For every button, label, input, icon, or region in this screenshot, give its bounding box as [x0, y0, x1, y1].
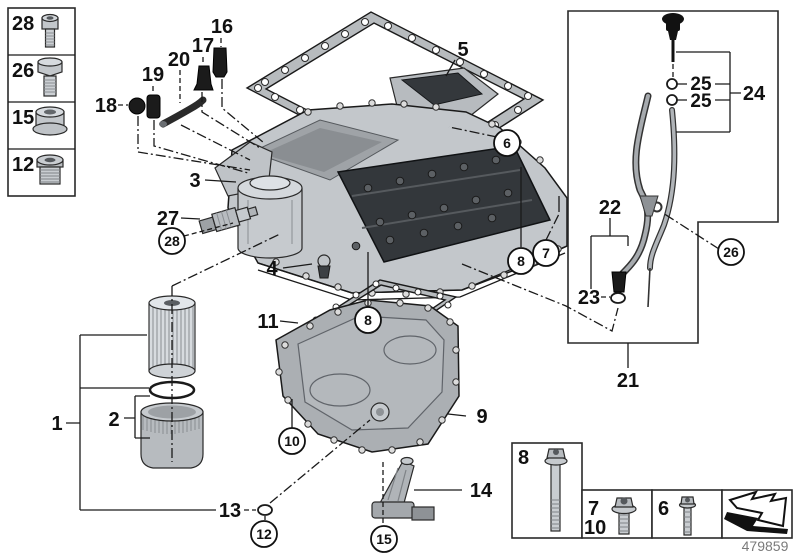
oil-filter-element	[148, 295, 196, 379]
sensor-16-part	[212, 47, 228, 78]
oil-pan-baffle-plate	[336, 145, 552, 263]
oil-level-sensor	[371, 456, 435, 521]
callout-4[interactable]: 4	[266, 258, 278, 280]
long-bolt-icon	[544, 448, 568, 532]
callout-9[interactable]: 9	[476, 406, 487, 428]
bolt-with-washer-icon	[611, 497, 637, 535]
callout-20[interactable]: 20	[168, 49, 190, 71]
callout-13[interactable]: 13	[219, 500, 241, 522]
top-sensor-parts	[128, 47, 228, 128]
legend-cell-28-label[interactable]: 28	[12, 13, 34, 35]
svg-text:12[interactable]: 12	[256, 526, 272, 542]
document-number: 479859	[742, 538, 789, 554]
svg-text:10[interactable]: 10	[284, 433, 300, 449]
hex-bolt-icon	[37, 57, 63, 97]
sensor-17-part	[193, 65, 214, 91]
callout-2[interactable]: 2	[108, 409, 119, 431]
dipstick-handle	[662, 13, 684, 62]
callout-21[interactable]: 21	[617, 370, 639, 392]
tube-end-connector	[611, 271, 627, 293]
callout-circled-7[interactable]: 7	[532, 239, 560, 267]
legend-cell-12-label[interactable]: 12	[12, 154, 34, 176]
callout-circled-10[interactable]: 10	[278, 427, 306, 455]
callout-17[interactable]: 17	[192, 35, 214, 57]
legend-cell-15-label[interactable]: 15	[12, 107, 34, 129]
upper-oil-pan	[214, 67, 568, 301]
callout-23[interactable]: 23	[578, 287, 600, 309]
legend-left-panel: 28 26 15 12	[7, 7, 76, 197]
dipstick-panel	[567, 10, 779, 344]
legend-cell-26-label[interactable]: 26	[12, 60, 34, 82]
callout-11[interactable]: 11	[257, 311, 278, 333]
callout-18[interactable]: 18	[95, 95, 117, 117]
gasket-bolt-holes	[254, 18, 532, 157]
svg-text:6[interactable]: 6	[503, 135, 511, 151]
callout-19[interactable]: 19	[142, 64, 164, 86]
callout-22[interactable]: 22	[599, 197, 621, 219]
callout-circled-6[interactable]: 6	[493, 129, 521, 157]
callout-25b[interactable]: 25	[690, 91, 712, 112]
small-bolt-icon	[678, 496, 697, 536]
tube-20-part	[159, 96, 207, 128]
plug-19-part	[146, 94, 161, 119]
dipstick-guide-tubes	[611, 92, 678, 308]
callout-circled-15[interactable]: 15	[370, 525, 398, 553]
callout-circled-8-pan[interactable]: 8	[507, 247, 535, 275]
callout-3[interactable]: 3	[189, 170, 200, 192]
lower-pan-rim-bolts	[275, 299, 460, 454]
plug-18-part	[128, 97, 146, 115]
direction-arrow-icon	[724, 490, 788, 534]
legend-box-7-label[interactable]: 7	[588, 498, 599, 520]
flange-nut-icon	[32, 106, 68, 136]
legend-bottom-panel: 8 7 10 6	[511, 442, 793, 539]
svg-text:8[interactable]: 8	[517, 253, 525, 269]
svg-text:8[interactable]: 8	[364, 312, 372, 328]
callout-24[interactable]: 24	[743, 83, 766, 105]
dipstick-o-ring-lower	[666, 94, 678, 106]
callout-14[interactable]: 14	[470, 480, 493, 502]
plug-4-part	[317, 254, 331, 279]
callout-circled-26[interactable]: 26	[717, 238, 745, 266]
callout-16[interactable]: 16	[211, 16, 233, 38]
solenoid-valve-27-part	[198, 206, 259, 235]
dipstick-o-ring-upper	[666, 78, 678, 90]
lower-oil-pan	[275, 299, 460, 454]
oil-filter-housing	[214, 141, 303, 259]
callout-circled-12[interactable]: 12	[250, 520, 278, 548]
legend-box-8-label[interactable]: 8	[518, 447, 529, 469]
leader-lines	[66, 38, 741, 525]
callout-circled-8-gasket[interactable]: 8	[354, 306, 382, 334]
drain-plug-o-ring	[257, 504, 273, 516]
svg-text:26[interactable]: 26	[723, 244, 739, 260]
guide-tube-o-ring	[610, 292, 626, 304]
svg-text:28[interactable]: 28	[164, 233, 180, 249]
oil-drain-plug-icon	[36, 154, 64, 185]
legend-box-10-label[interactable]: 10	[584, 517, 606, 539]
callout-25a[interactable]: 25	[690, 74, 712, 95]
callout-1[interactable]: 1	[51, 413, 62, 435]
socket-head-screw-icon	[41, 13, 59, 48]
legend-box-6-label[interactable]: 6	[658, 498, 669, 520]
svg-text:15[interactable]: 15	[376, 531, 392, 547]
callout-5[interactable]: 5	[457, 39, 468, 61]
callout-circled-28[interactable]: 28	[158, 227, 186, 255]
callout-27[interactable]: 27	[157, 208, 179, 230]
svg-text:7[interactable]: 7	[542, 245, 550, 261]
